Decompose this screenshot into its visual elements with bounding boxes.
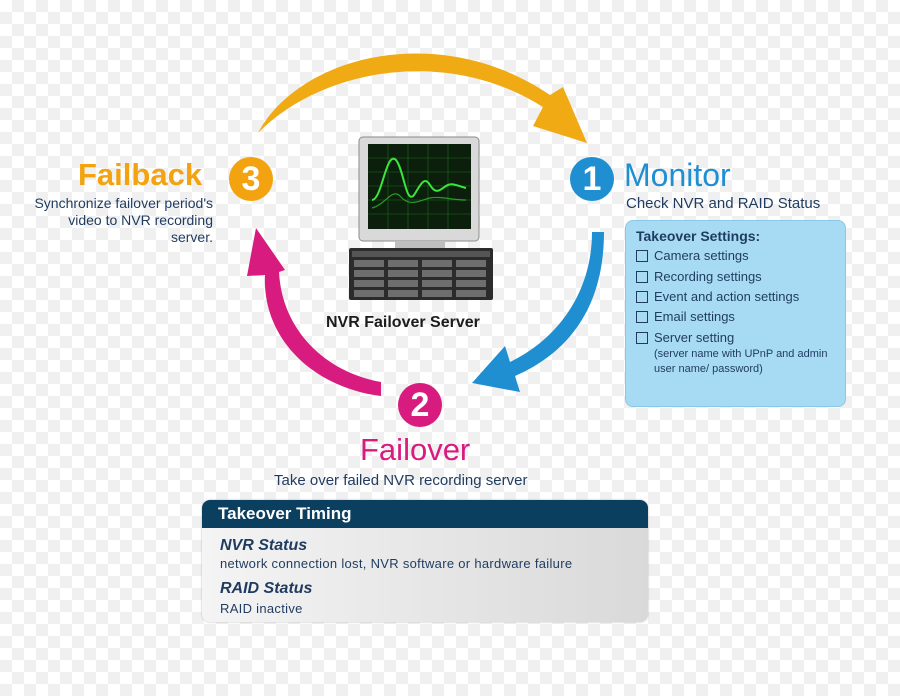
raid-status-text: RAID inactive bbox=[220, 601, 303, 616]
takeover-settings-heading: Takeover Settings: bbox=[636, 228, 761, 244]
takeover-timing-header: Takeover Timing bbox=[202, 500, 648, 528]
server-setting-note: (server name with UPnP and admin user na… bbox=[654, 348, 828, 375]
server-label: NVR Failover Server bbox=[326, 314, 480, 331]
takeover-settings-box bbox=[625, 220, 846, 407]
step-3-badge: 3 bbox=[229, 157, 273, 201]
step-2-badge: 2 bbox=[398, 383, 442, 427]
checkbox-icon bbox=[636, 249, 648, 262]
failback-description: Synchronize failover period's video to N… bbox=[34, 195, 213, 245]
setting-item-recording: Recording settings bbox=[636, 269, 762, 284]
monitor-subtitle: Check NVR and RAID Status bbox=[626, 195, 821, 212]
checkbox-icon bbox=[636, 331, 648, 344]
nvr-status-title: NVR Status bbox=[220, 537, 308, 554]
monitor-title: Monitor bbox=[624, 157, 731, 193]
step-1-badge: 1 bbox=[570, 157, 614, 201]
setting-label: Recording settings bbox=[654, 269, 762, 284]
monitor-display-icon bbox=[358, 136, 480, 249]
failback-title: Failback bbox=[78, 157, 203, 192]
setting-label: Server setting bbox=[654, 330, 735, 345]
checkbox-icon bbox=[636, 310, 648, 323]
rack-server-icon bbox=[349, 248, 493, 300]
failover-subtitle: Take over failed NVR recording server bbox=[274, 472, 528, 489]
setting-label: Email settings bbox=[654, 309, 735, 324]
arrow-monitor-to-failover bbox=[472, 232, 604, 392]
setting-item-email: Email settings bbox=[636, 309, 735, 324]
setting-item-event: Event and action settings bbox=[636, 289, 799, 304]
setting-label: Event and action settings bbox=[654, 289, 800, 304]
raid-status-title: RAID Status bbox=[220, 580, 313, 597]
setting-label: Camera settings bbox=[654, 248, 749, 263]
arrow-failback-to-monitor bbox=[258, 53, 587, 143]
failover-title: Failover bbox=[360, 432, 471, 467]
nvr-status-text: network connection lost, NVR software or… bbox=[220, 556, 573, 571]
checkbox-icon bbox=[636, 270, 648, 283]
setting-item-server: Server setting bbox=[636, 330, 734, 345]
setting-item-camera: Camera settings bbox=[636, 248, 749, 263]
checkbox-icon bbox=[636, 290, 648, 303]
arrow-failover-to-failback bbox=[247, 228, 381, 396]
